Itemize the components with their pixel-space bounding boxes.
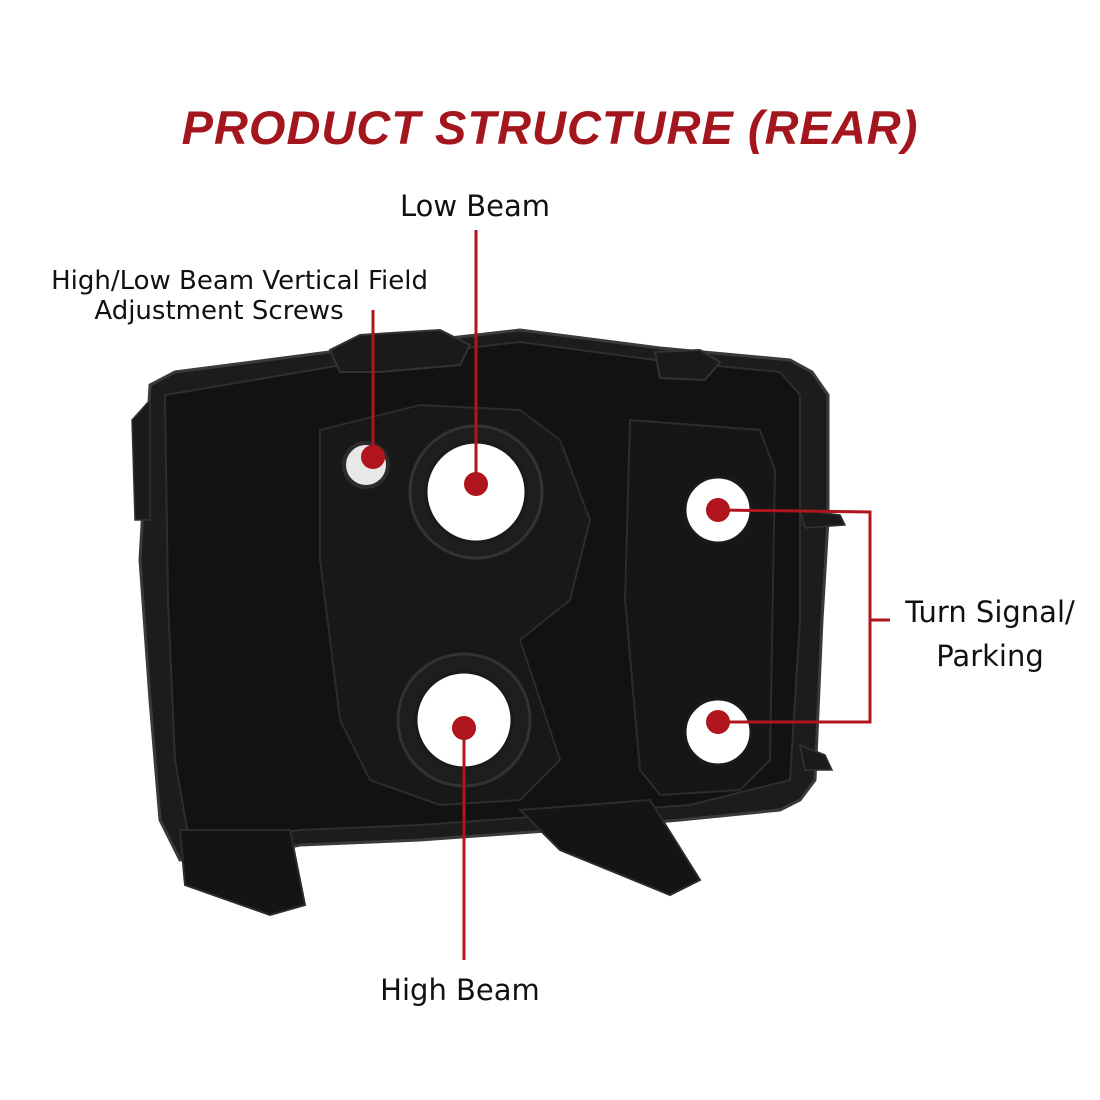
low-beam-label: Low Beam	[340, 190, 610, 222]
adjust-screws-label: High/Low Beam Vertical Field Adjustment …	[10, 266, 428, 326]
turn-signal-leader	[719, 508, 872, 724]
turn-signal-dot-lower	[706, 710, 730, 734]
callout-dots	[361, 445, 730, 740]
adjust-screws-label-line1: High/Low Beam Vertical Field	[51, 266, 428, 296]
callout-lines	[371, 230, 890, 960]
page-title: PRODUCT STRUCTURE (REAR)	[181, 101, 919, 154]
turn-signal-label: Turn Signal/ Parking	[890, 596, 1090, 672]
turn-signal-dot-upper	[706, 498, 730, 522]
mounting-foot-left	[178, 829, 307, 917]
side-tab-right-upper	[798, 509, 847, 529]
low-beam-label-text: Low Beam	[399, 189, 551, 223]
housing-top-bracket-right	[653, 348, 722, 382]
side-tab-left	[131, 398, 151, 521]
adjust-screws-label-line2: Adjustment Screws	[94, 296, 344, 326]
high-beam-label: High Beam	[320, 974, 600, 1006]
side-tab-right-lower	[798, 743, 834, 771]
mounting-foot-right	[517, 798, 702, 897]
low-beam-dot	[464, 472, 488, 496]
turn-signal-label-line2: Parking	[936, 639, 1044, 673]
high-beam-dot	[452, 716, 476, 740]
turn-signal-label-line1: Turn Signal/	[905, 595, 1075, 629]
high-beam-label-text: High Beam	[380, 973, 540, 1007]
adjust-screws-dot	[361, 445, 385, 469]
housing-top-bracket-left	[328, 328, 472, 373]
headlight-housing	[131, 328, 847, 917]
